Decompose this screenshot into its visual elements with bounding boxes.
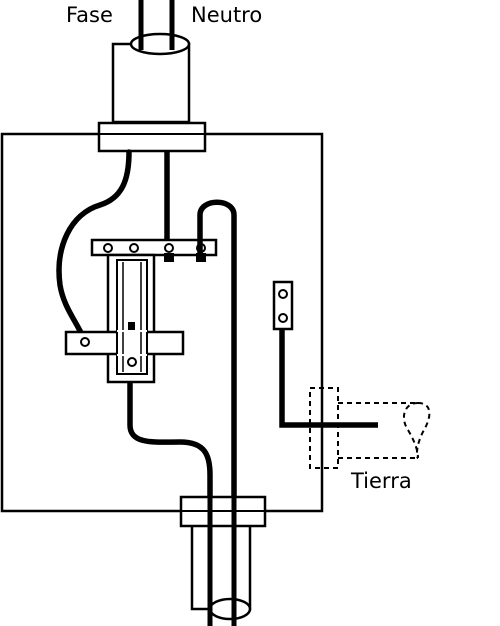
ground-terminal [272, 280, 294, 331]
bottom-conduit [190, 500, 252, 626]
neutral-outgoing-wire [197, 199, 237, 500]
breaker-frame [106, 253, 156, 384]
phase-wire [56, 149, 132, 348]
bottom-coupling [179, 495, 267, 528]
breaker-cross-bar [64, 330, 185, 367]
ground-conduit-dashed [309, 387, 431, 469]
label-tierra: Tierra [351, 469, 412, 493]
label-neutro: Neutro [191, 3, 263, 27]
top-coupling [97, 121, 207, 153]
top-conduit [111, 32, 191, 124]
phase-outgoing-wire [127, 383, 213, 500]
ground-wire [279, 329, 378, 428]
label-fase: Fase [66, 3, 113, 27]
